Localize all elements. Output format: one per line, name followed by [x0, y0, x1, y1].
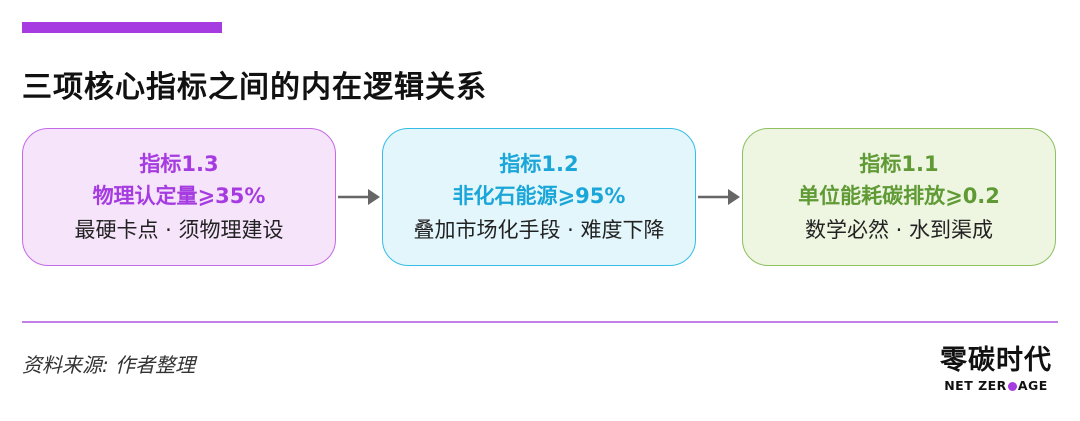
- indicator-target: 非化石能源⩾95%: [452, 184, 626, 208]
- indicator-name: 指标1.3: [139, 152, 219, 176]
- diagram-title: 三项核心指标之间的内在逻辑关系: [22, 70, 487, 105]
- indicator-note: 最硬卡点 · 须物理建设: [74, 218, 284, 242]
- indicator-note: 数学必然 · 水到渠成: [804, 218, 994, 242]
- divider: [22, 321, 1058, 323]
- indicator-name: 指标1.1: [859, 152, 939, 176]
- indicator-box-1-2: 指标1.2 非化石能源⩾95% 叠加市场化手段 · 难度下降: [382, 128, 696, 266]
- indicator-box-1-1: 指标1.1 单位能耗碳排放⩾0.2 数学必然 · 水到渠成: [742, 128, 1056, 266]
- arrow-right-icon: [698, 189, 740, 205]
- indicator-target: 物理认定量⩾35%: [92, 184, 266, 208]
- logo-dot-icon: [1007, 381, 1017, 391]
- accent-bar: [22, 22, 222, 33]
- logo-en-text: NET ZER AGE: [934, 378, 1058, 394]
- indicator-target: 单位能耗碳排放⩾0.2: [798, 184, 1000, 208]
- brand-logo: 零碳时代 NET ZER AGE: [934, 344, 1058, 394]
- logo-cn-text: 零碳时代: [940, 345, 1052, 376]
- logo-en-right: AGE: [1017, 378, 1048, 393]
- arrow-right-icon: [338, 189, 380, 205]
- indicator-name: 指标1.2: [499, 152, 579, 176]
- indicator-box-1-3: 指标1.3 物理认定量⩾35% 最硬卡点 · 须物理建设: [22, 128, 336, 266]
- logo-en-left: NET ZER: [944, 378, 1007, 393]
- source-note: 资料来源: 作者整理: [22, 353, 196, 377]
- indicator-note: 叠加市场化手段 · 难度下降: [413, 218, 665, 242]
